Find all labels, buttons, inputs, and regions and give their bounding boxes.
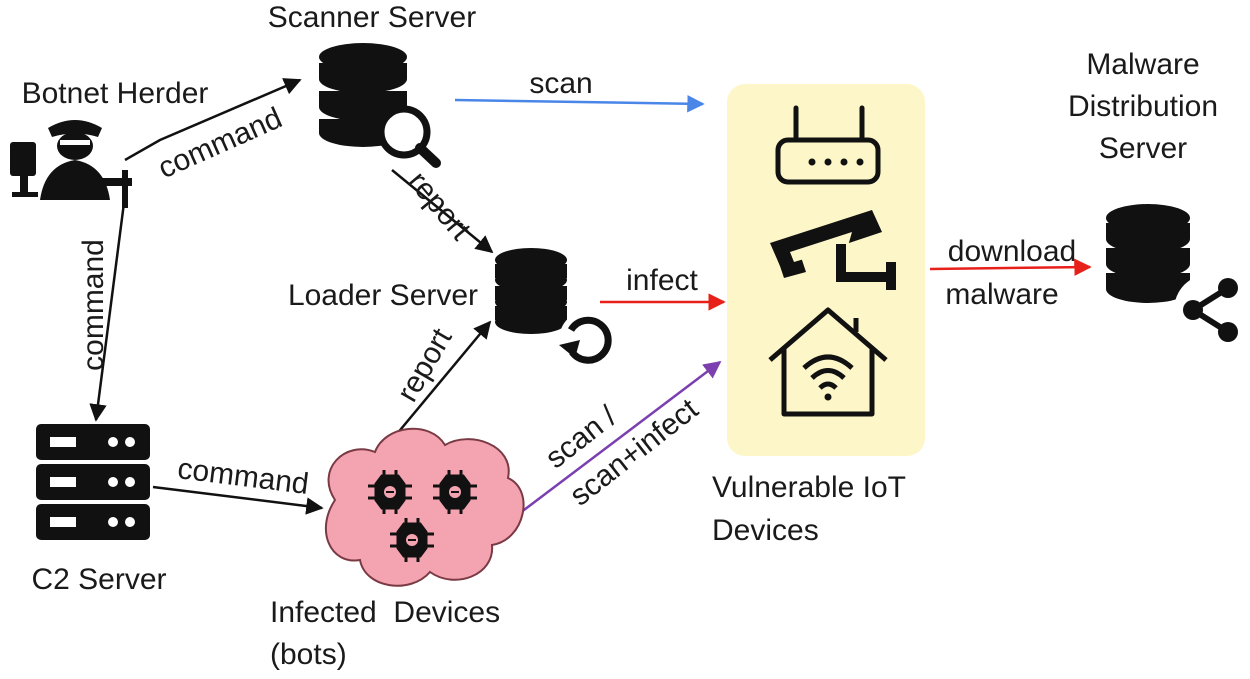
label-loader-server: Loader Server <box>288 279 478 312</box>
label-botnet-herder: Botnet Herder <box>22 77 209 110</box>
edge-scanner-to-loader <box>391 169 494 254</box>
edge-label-scan: scan <box>529 67 592 100</box>
label-malware-1: Malware <box>1086 48 1199 81</box>
security-camera-icon <box>770 210 896 290</box>
bug-icon <box>368 470 412 514</box>
edge-scanner-to-iot <box>454 94 705 113</box>
edge-c2-to-bots <box>152 485 324 515</box>
label-scanner-server: Scanner Server <box>268 1 476 34</box>
edge-label-herder-c2: command <box>77 239 110 371</box>
label-vulnerable-iot-1: Vulnerable IoT <box>712 471 906 504</box>
bug-icon <box>433 470 477 514</box>
database-reload-icon <box>495 248 619 370</box>
label-infected-devices-2: (bots) <box>270 638 347 671</box>
edge-label-download: download <box>948 235 1076 268</box>
infected-cloud <box>325 427 525 587</box>
label-infected-devices-1: Infected Devices <box>270 596 500 629</box>
label-malware-2: Distribution <box>1068 90 1218 123</box>
edge-iot-to-malware <box>929 258 1092 276</box>
label-malware-3: Server <box>1099 132 1187 165</box>
edge-herder-to-scanner <box>124 78 302 162</box>
smart-home-icon <box>768 307 888 417</box>
edge-bots-to-iot <box>519 360 722 514</box>
edge-label-scanner-loader: report <box>401 165 477 247</box>
database-search-icon <box>319 43 441 168</box>
label-c2-server: C2 Server <box>31 563 166 596</box>
edge-herder-to-c2 <box>89 194 127 422</box>
router-icon <box>775 105 881 185</box>
edge-label-malware: malware <box>945 278 1058 311</box>
database-share-icon <box>1106 204 1246 346</box>
label-vulnerable-iot-2: Devices <box>712 514 819 547</box>
edge-label-bots-loader: report <box>391 322 459 407</box>
bug-icon <box>390 518 434 562</box>
server-rack-icon <box>36 424 150 540</box>
edge-label-infect: infect <box>626 264 698 297</box>
edge-bots-to-loader <box>395 320 492 436</box>
hacker-icon <box>10 120 132 208</box>
edge-label-c2-bots: command <box>176 452 311 501</box>
